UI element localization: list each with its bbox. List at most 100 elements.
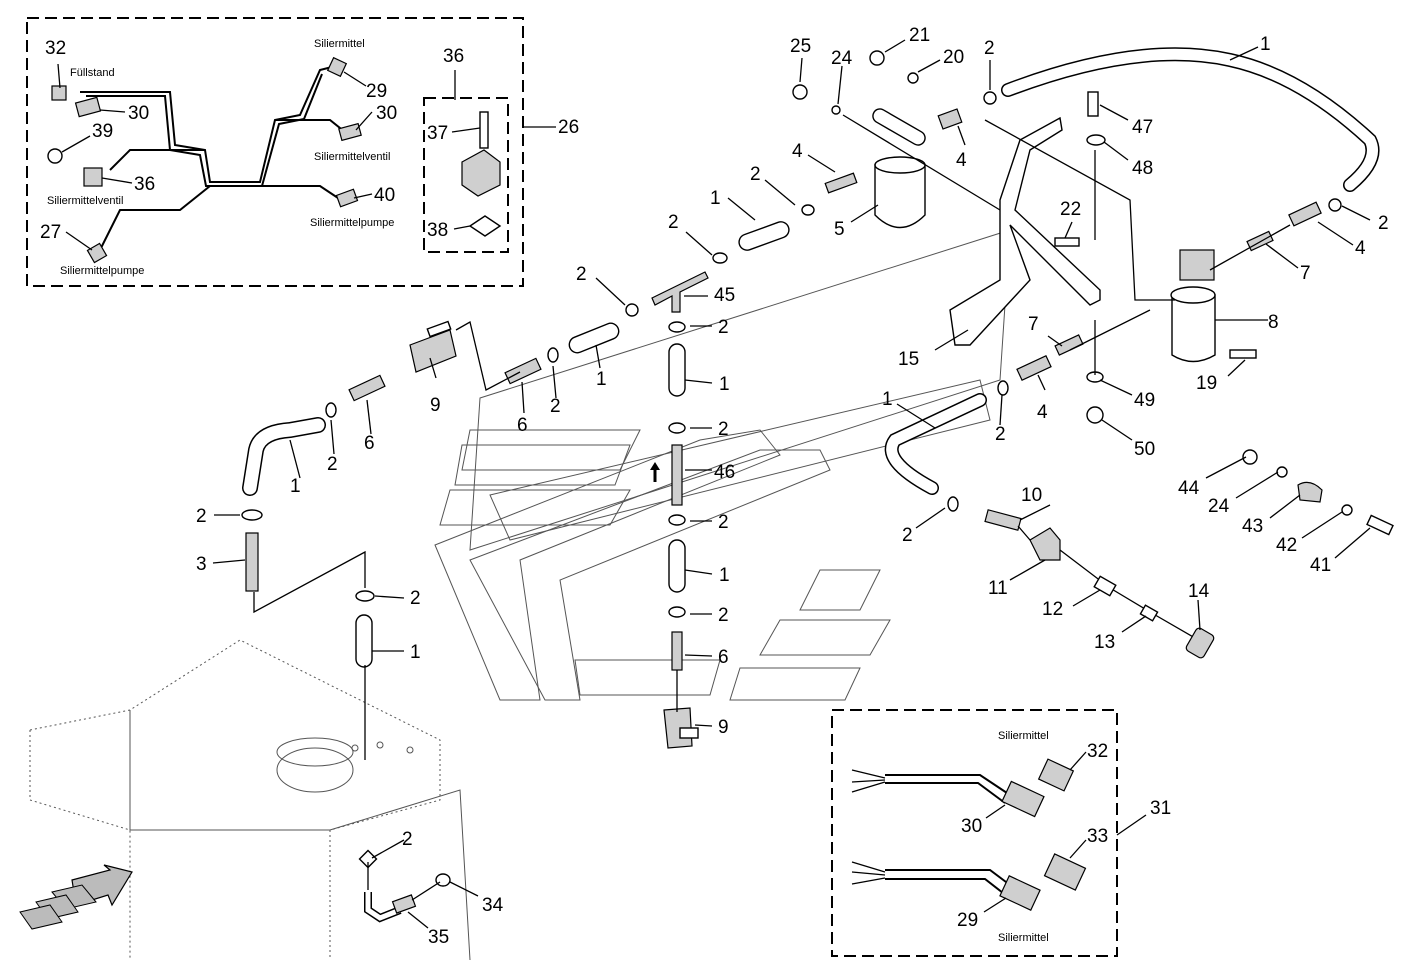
clamp-icon (241, 509, 263, 521)
callout: 36 (443, 46, 464, 67)
callout: 41 (1310, 555, 1331, 576)
connector-30-icon (1001, 780, 1045, 818)
callout: 14 (1188, 581, 1210, 602)
direction-arrow-icon (19, 864, 133, 930)
callout: 2 (718, 419, 729, 440)
callout: 1 (719, 374, 730, 395)
callout: 1 (290, 476, 301, 497)
washer-24b-icon (1276, 466, 1288, 478)
valve-36-icon (461, 149, 501, 197)
callout: 2 (750, 164, 761, 185)
connector-27-icon (86, 242, 108, 264)
inset-wiring-harness: Füllstand Siliermittel Siliermittelventi… (26, 17, 579, 287)
callout: 21 (909, 25, 930, 46)
label-siliermittelventil-right: Siliermittelventil (314, 151, 390, 163)
bolt-41-icon (1366, 514, 1394, 536)
fitting-12-icon (1093, 575, 1117, 597)
plug-39-icon (47, 148, 63, 164)
callout: 47 (1132, 117, 1153, 138)
callout: 46 (714, 462, 735, 483)
fitting-6c-icon (671, 631, 683, 671)
clamp-icon (668, 422, 686, 434)
callout: 30 (961, 816, 982, 837)
nut-21-icon (869, 50, 885, 66)
callout: 44 (1178, 478, 1200, 499)
clamp-icon (355, 590, 375, 602)
clamp-icon (547, 347, 559, 363)
hose-1e-icon (355, 614, 373, 668)
hose-1d-icon (668, 539, 686, 593)
connector-29-icon (326, 56, 348, 78)
clamp-icon (801, 204, 815, 216)
callout: 2 (668, 212, 679, 233)
nut-25-icon (792, 84, 808, 100)
callout: 37 (427, 123, 448, 144)
bolt-19-icon (1229, 349, 1257, 359)
inset-frame-2 (831, 709, 1118, 957)
callout: 24 (831, 48, 853, 69)
callout: 12 (1042, 599, 1063, 620)
nut-44-icon (1242, 449, 1258, 465)
valve-coil-36-icon (83, 167, 103, 187)
callout: 3 (196, 554, 207, 575)
callout: 30 (128, 103, 149, 124)
callout: 15 (898, 349, 919, 370)
connector-30-icon (74, 96, 102, 118)
machine-outline (29, 229, 1011, 961)
valve-9a-icon (409, 329, 457, 373)
callout: 30 (376, 103, 397, 124)
callout: 1 (1260, 34, 1271, 55)
callout: 4 (1037, 402, 1048, 423)
clamp-icon (1328, 198, 1342, 212)
connector-29-icon (999, 875, 1041, 911)
callout: 2 (402, 829, 413, 850)
filter-5-icon (874, 164, 926, 229)
screw-37-icon (479, 111, 489, 149)
fitting-4-icon (824, 172, 858, 194)
callout: 31 (1150, 798, 1171, 819)
inset-frame (26, 17, 524, 287)
hose-1b-icon (568, 322, 620, 354)
inset-cable-connectors: Siliermittel Siliermittel 32 30 31 33 29 (831, 709, 1171, 957)
callout: 2 (327, 454, 338, 475)
clamp-icon (358, 849, 378, 869)
callout: 2 (1378, 213, 1389, 234)
callout: 34 (482, 895, 504, 916)
callout-numbers: 25 24 21 20 2 1 47 48 4 4 5 2 1 2 22 2 4… (196, 25, 1389, 948)
callout: 24 (1208, 496, 1230, 517)
tee-45-icon (651, 271, 709, 313)
gasket-38-icon (468, 215, 502, 237)
inset-valve-frame (423, 97, 509, 253)
clamp-2-icon (983, 91, 997, 105)
clamp-icon (668, 514, 686, 526)
callout: 33 (1087, 826, 1108, 847)
callout: 2 (196, 506, 207, 527)
fitting-4b-icon (937, 108, 963, 130)
callout: 42 (1276, 535, 1297, 556)
fitting-3-icon (245, 532, 259, 592)
callout: 7 (1300, 263, 1311, 284)
callout: 50 (1134, 439, 1155, 460)
callout: 11 (988, 578, 1008, 599)
callout: 38 (427, 220, 448, 241)
callout: 26 (558, 117, 579, 138)
callout: 2 (410, 588, 421, 609)
bolt-22-icon (1054, 237, 1080, 247)
washer-42-icon (1341, 504, 1353, 516)
callout: 2 (984, 38, 995, 59)
callout: 13 (1094, 632, 1115, 653)
fitting-4c-icon (1288, 201, 1322, 227)
callout: 48 (1132, 158, 1153, 179)
callout: 36 (134, 174, 155, 195)
callout: 35 (428, 927, 449, 948)
clamp-icon (947, 496, 959, 512)
clamp-icon (668, 321, 686, 333)
callout: 7 (1028, 314, 1039, 335)
callout: 19 (1196, 373, 1217, 394)
label-siliermittelventil-left: Siliermittelventil (47, 195, 123, 207)
callout: 1 (719, 565, 730, 586)
callout: 2 (550, 396, 561, 417)
callout: 20 (943, 47, 964, 68)
callout: 4 (956, 150, 967, 171)
